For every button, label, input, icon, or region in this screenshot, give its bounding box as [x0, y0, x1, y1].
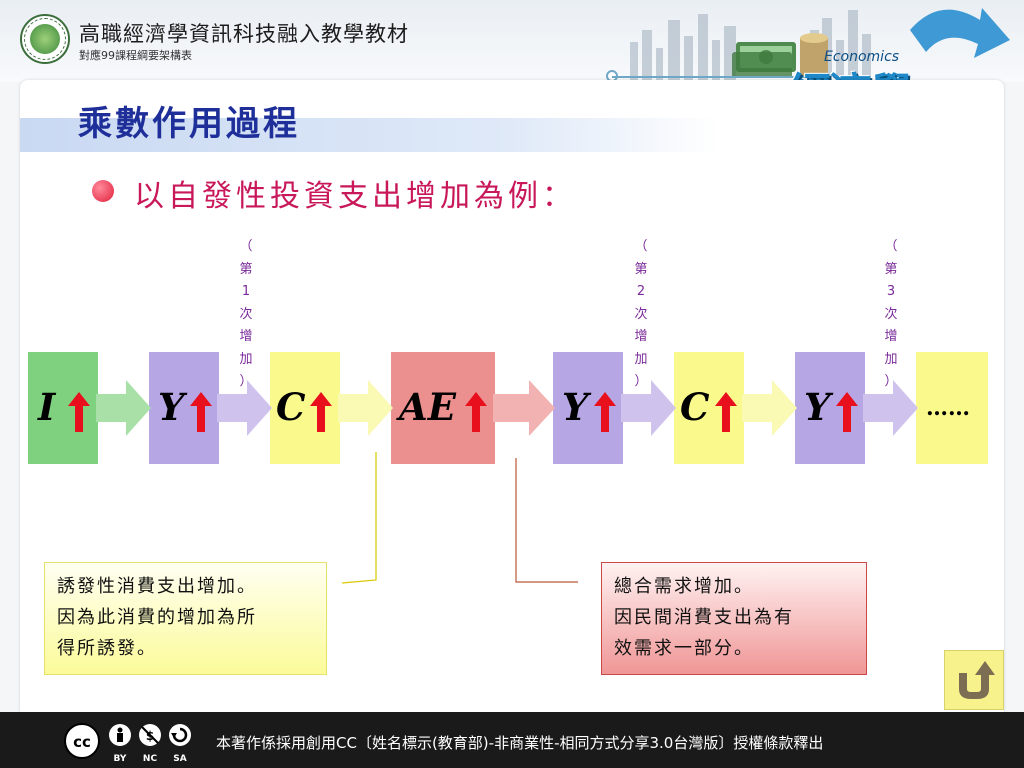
flow-box-consumption-1	[270, 352, 340, 464]
flow-label-income-3: Y	[804, 385, 831, 429]
skyline-decoration	[630, 8, 1010, 100]
flow-arrow	[742, 380, 797, 436]
callout-induced-consumption: 誘發性消費支出增加。 因為此消費的增加為所 得所誘發。	[44, 562, 327, 675]
nc-icon: $ NC	[139, 724, 161, 764]
header-title: 高職經濟學資訊科技融入教學教材	[79, 22, 409, 46]
up-arrow-icon	[836, 392, 858, 432]
flow-arrow	[217, 380, 272, 436]
cc-icon: cc	[64, 723, 100, 759]
flow-box-income-2	[553, 352, 623, 464]
flow-label-income-1: Y	[158, 385, 185, 429]
flow-arrow	[96, 380, 151, 436]
callout-line: 效需求一部分。	[614, 638, 754, 659]
title-band	[20, 118, 720, 152]
callout-line: 因民間消費支出為有	[614, 607, 794, 628]
flow-label-income-2: Y	[562, 385, 589, 429]
header-subtitle: 對應99課程綱要架構表	[79, 49, 192, 62]
flow-box-income-1	[149, 352, 219, 464]
up-arrow-icon	[594, 392, 616, 432]
flow-label-consumption-1: C	[276, 385, 306, 429]
svg-text:cc: cc	[73, 733, 91, 751]
callout-line: 總合需求增加。	[614, 576, 754, 597]
decor-line	[612, 76, 812, 78]
up-arrow-icon	[715, 392, 737, 432]
flow-box-continuation	[916, 352, 988, 464]
bullet-icon	[92, 180, 114, 202]
page-title: 乘數作用過程	[78, 104, 300, 144]
callout-line: 誘發性消費支出增加。	[57, 576, 257, 597]
callout-aggregate-demand: 總合需求增加。 因民間消費支出為有 效需求一部分。	[601, 562, 867, 675]
flow-label-consumption-2: C	[680, 385, 710, 429]
flow-box-investment	[28, 352, 98, 464]
flow-box-consumption-2	[674, 352, 744, 464]
flow-label-aggregate-expenditure: AE	[399, 385, 456, 429]
money-stack-icon	[732, 42, 796, 78]
sa-icon: SA	[169, 724, 191, 764]
up-arrow-icon	[68, 392, 90, 432]
up-arrow-icon	[465, 392, 487, 432]
swoosh-arrow-icon	[910, 8, 1010, 58]
license-text: 本著作係採用創用CC〔姓名標示(教育部)-非商業性-相同方式分享3.0台灣版〕授…	[216, 734, 824, 752]
u-turn-arrow-icon	[959, 661, 995, 699]
flow-label-investment: I	[38, 385, 56, 429]
up-arrow-icon	[190, 392, 212, 432]
svg-text:NC: NC	[143, 754, 158, 764]
connector-yellow	[341, 452, 377, 584]
flow-label-continuation: ……	[926, 395, 970, 421]
brand-english: Economics	[824, 49, 900, 65]
svg-text:BY: BY	[114, 754, 127, 764]
creative-commons-icons: cc BY $ NC SA	[64, 723, 191, 764]
logo-emblem	[30, 24, 60, 54]
flow-arrow	[493, 380, 555, 436]
ministry-of-education-logo	[20, 14, 70, 64]
flow-box-income-3	[795, 352, 865, 464]
up-arrow-icon	[310, 392, 332, 432]
flow-arrow	[621, 380, 676, 436]
logo-ring	[24, 18, 66, 60]
by-icon: BY	[109, 724, 131, 764]
svg-text:SA: SA	[173, 754, 186, 764]
connector-red	[515, 458, 578, 583]
callout-line: 得所誘發。	[57, 638, 157, 659]
flow-arrow	[338, 380, 393, 436]
back-button[interactable]	[944, 650, 1004, 710]
flow-arrow	[863, 380, 918, 436]
coin-stack-icon	[800, 33, 828, 78]
bullet-text: 以自發性投資支出增加為例：	[134, 179, 576, 214]
callout-line: 因為此消費的增加為所	[57, 607, 257, 628]
